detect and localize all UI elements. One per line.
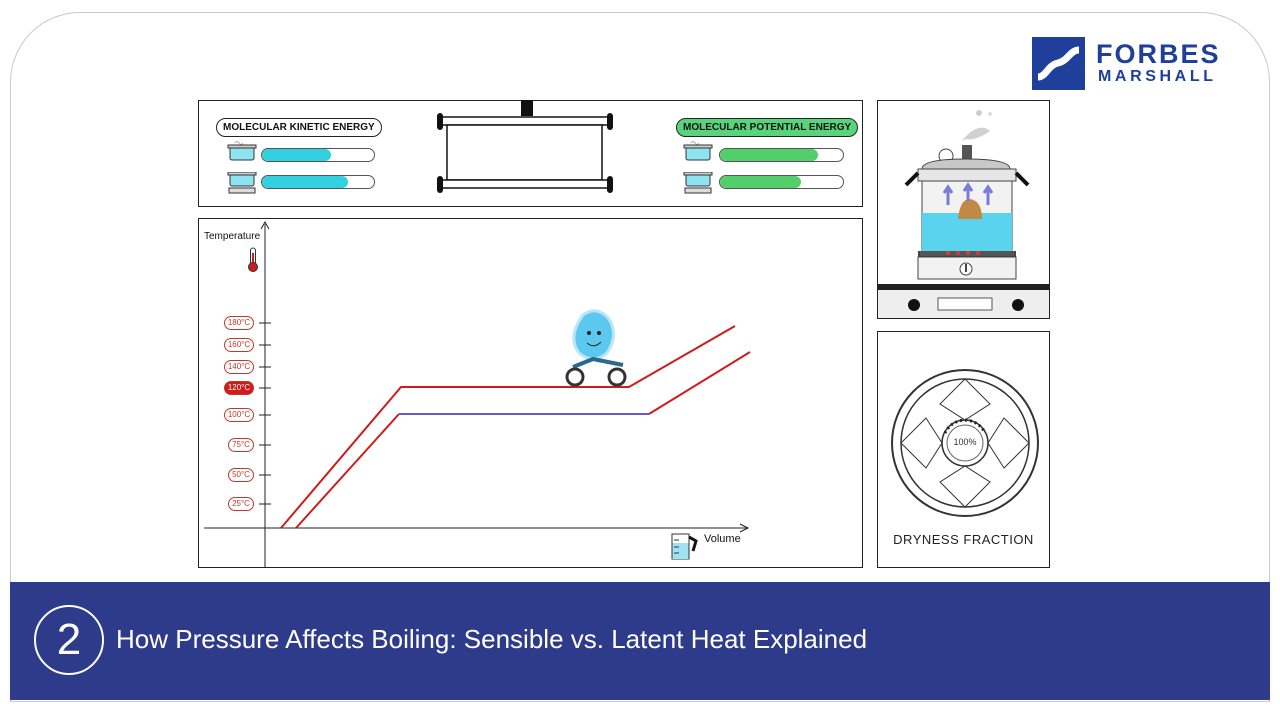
- temperature-label: 25°C: [228, 497, 254, 511]
- measuring-jug-icon: [671, 533, 698, 560]
- kinetic-energy-bar-2: [261, 175, 375, 189]
- heated-pot-icon: [683, 172, 713, 194]
- potential-energy-bar-2: [719, 175, 844, 189]
- water-droplet-rider-icon: [565, 309, 627, 387]
- temperature-label: 75°C: [228, 438, 254, 452]
- temperature-label-highlighted: 120°C: [224, 381, 254, 395]
- dryness-dial-icon: [891, 369, 1039, 517]
- temperature-label: 140°C: [224, 360, 254, 374]
- gas-stove-icon: [878, 251, 1049, 318]
- forbes-marshall-logo: FORBES MARSHALL: [1032, 37, 1242, 93]
- video-title: How Pressure Affects Boiling: Sensible v…: [116, 624, 868, 654]
- heating-curve-high-pressure: [280, 325, 736, 529]
- potential-energy-label: MOLECULAR POTENTIAL ENERGY: [676, 118, 859, 137]
- brand-mark-icon: [1032, 37, 1085, 90]
- brand-name-line2: MARSHALL: [1098, 68, 1217, 85]
- pressure-cooker-panel: [877, 100, 1050, 319]
- steam-pot-icon: [683, 141, 713, 161]
- temperature-ticks: [259, 322, 271, 505]
- heating-curve-atmospheric-sensible: [295, 413, 400, 529]
- temperature-label: 180°C: [224, 316, 254, 330]
- kinetic-energy-fill-2: [262, 176, 349, 188]
- title-banner: 2 How Pressure Affects Boiling: Sensible…: [10, 582, 1270, 700]
- potential-energy-fill-1: [720, 149, 819, 161]
- piston-cylinder-icon: [437, 100, 613, 193]
- x-axis-title: Volume: [704, 533, 741, 545]
- temperature-label: 50°C: [228, 468, 254, 482]
- dryness-label: DRYNESS FRACTION: [893, 532, 1034, 547]
- temperature-volume-graph: Temperature 180°C 160°C 140°C 120°C 100°…: [198, 218, 863, 568]
- y-axis-title: Temperature: [204, 231, 261, 242]
- kinetic-energy-fill-1: [262, 149, 332, 161]
- potential-energy-fill-2: [720, 176, 802, 188]
- dryness-value: 100%: [953, 437, 977, 447]
- kinetic-energy-label: MOLECULAR KINETIC ENERGY: [216, 118, 382, 137]
- temperature-label: 100°C: [224, 408, 254, 422]
- graph-plot: [204, 220, 751, 567]
- kinetic-energy-bar-1: [261, 148, 375, 162]
- thermometer-icon: [248, 247, 258, 272]
- dryness-fraction-panel: 100% DRYNESS FRACTION: [877, 331, 1050, 568]
- temperature-label: 160°C: [224, 338, 254, 352]
- heated-pot-icon: [227, 172, 257, 194]
- steam-pot-icon: [227, 141, 257, 161]
- brand-name-line1: FORBES: [1096, 39, 1221, 69]
- heating-curve-atmospheric-superheat: [648, 351, 751, 415]
- energy-panel: MOLECULAR KINETIC ENERGY MOLECULAR POTEN…: [198, 100, 863, 207]
- potential-energy-bar-1: [719, 148, 844, 162]
- step-number: 2: [34, 605, 104, 675]
